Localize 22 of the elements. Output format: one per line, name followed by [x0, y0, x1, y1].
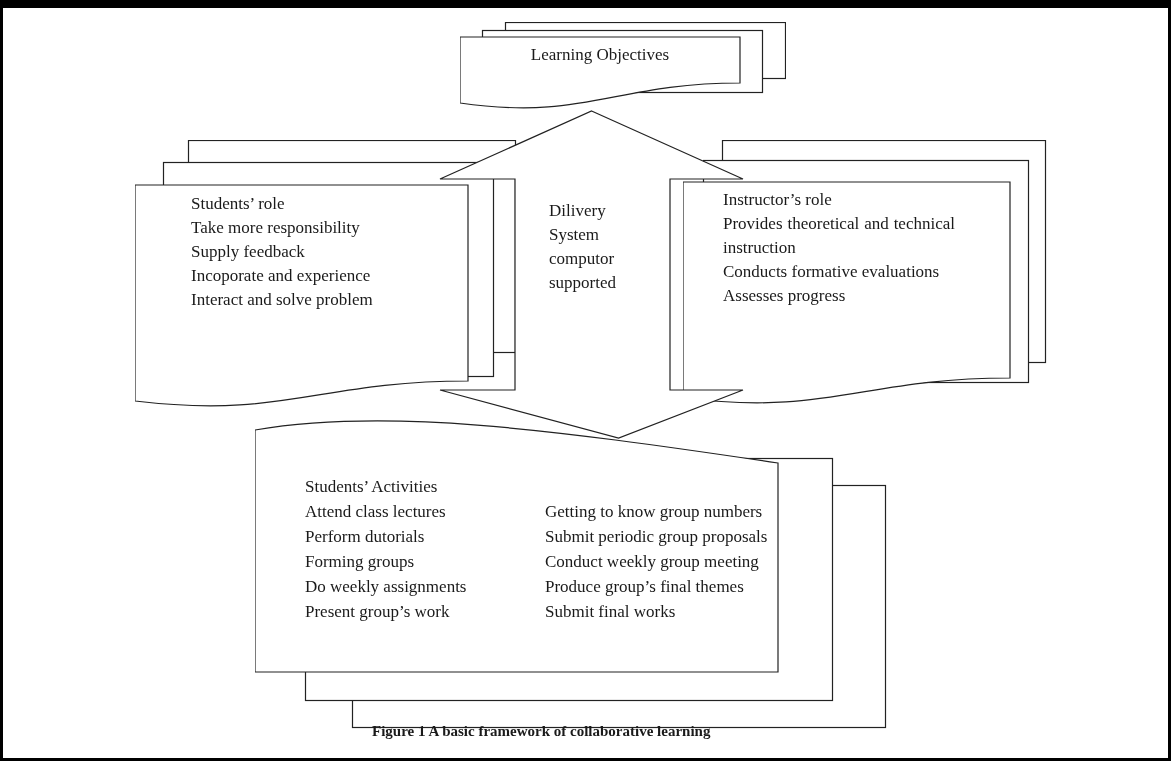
list-item: Present group’s work [305, 601, 450, 623]
list-item: Incoporate and experience [191, 265, 372, 287]
list-item: Produce group’s final themes [545, 576, 744, 598]
list-item: Conducts formative evaluations [723, 261, 941, 283]
list-item: Assesses progress [723, 285, 847, 307]
list-item: Forming groups [305, 551, 415, 573]
list-item: Provides theoretical and technical instruction [723, 213, 955, 259]
node-heading: Instructor’s role [723, 189, 833, 211]
node-heading: Students’ Activities [305, 476, 438, 498]
list-item: Interact and solve problem [191, 289, 374, 311]
node-heading: Students’ role [191, 193, 286, 215]
list-item: Getting to know group numbers [545, 501, 763, 523]
list-item: Submit final works [545, 601, 676, 623]
list-item: Perform dutorials [305, 526, 425, 548]
list-item: Conduct weekly group meeting [545, 551, 759, 573]
list-item: Take more responsibility [191, 217, 361, 239]
list-item: Do weekly assignments [305, 576, 467, 598]
list-item: Attend class lectures [305, 501, 446, 523]
list-item: Supply feedback [191, 241, 306, 263]
list-item: Submit periodic group proposals [545, 526, 768, 548]
node-title: Learning Objectives [529, 44, 671, 66]
figure-caption: Figure 1 A basic framework of collaborative learning [372, 722, 711, 741]
